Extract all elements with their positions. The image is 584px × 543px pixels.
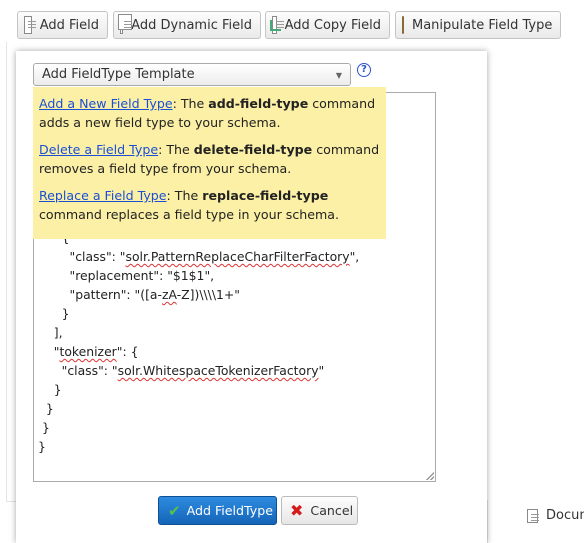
documents-label: Docum [546, 508, 584, 523]
add-fieldtype-label: Add FieldType [186, 503, 273, 518]
document-icon [527, 508, 539, 523]
add-copy-field-label: Add Copy Field [284, 17, 381, 33]
tooltip-item: Replace a Field Type: The replace-field-… [39, 188, 339, 222]
documents-icon [117, 14, 133, 34]
add-dynamic-field-button[interactable]: Add Dynamic Field [113, 11, 261, 39]
checkmark-icon: ✔ [168, 501, 181, 520]
add-copy-field-button[interactable]: Add Copy Field [265, 11, 390, 39]
resize-handle[interactable] [426, 472, 434, 480]
replace-field-type-link[interactable]: Replace a Field Type [39, 188, 167, 203]
add-field-button[interactable]: Add Field [17, 11, 108, 39]
add-field-type-link[interactable]: Add a New Field Type [39, 96, 173, 111]
background-frame-right [487, 500, 488, 543]
template-tooltip: Add a New Field Type: The add-field-type… [33, 87, 386, 239]
tooltip-item: Add a New Field Type: The add-field-type… [39, 96, 376, 130]
edit-icon [402, 16, 404, 34]
add-field-label: Add Field [39, 17, 99, 33]
template-select-value: Add FieldType Template [42, 67, 195, 82]
copy-document-icon [270, 16, 283, 34]
manipulate-field-type-button[interactable]: Manipulate Field Type [395, 11, 561, 39]
documents-link[interactable]: Docum [527, 508, 584, 523]
manipulate-field-type-dialog: Add FieldType Template ▼ ? { "class": "s… [16, 51, 487, 543]
delete-field-type-link[interactable]: Delete a Field Type [39, 142, 159, 157]
json-code: { "class": "solr.PatternReplaceCharFilte… [38, 230, 360, 454]
close-icon: ✖ [290, 501, 304, 520]
cancel-label: Cancel [310, 503, 354, 518]
add-dynamic-field-label: Add Dynamic Field [131, 17, 252, 33]
tooltip-item: Delete a Field Type: The delete-field-ty… [39, 142, 380, 176]
add-fieldtype-button[interactable]: ✔ Add FieldType [158, 496, 277, 525]
template-select[interactable]: Add FieldType Template ▼ [33, 63, 351, 86]
cancel-button[interactable]: ✖ Cancel [281, 496, 358, 525]
background-frame-bottom [6, 501, 16, 502]
manipulate-field-type-label: Manipulate Field Type [412, 17, 553, 33]
document-icon [24, 16, 36, 34]
chevron-down-icon: ▼ [335, 71, 342, 80]
help-icon[interactable]: ? [357, 63, 371, 77]
background-frame-left [6, 42, 7, 502]
